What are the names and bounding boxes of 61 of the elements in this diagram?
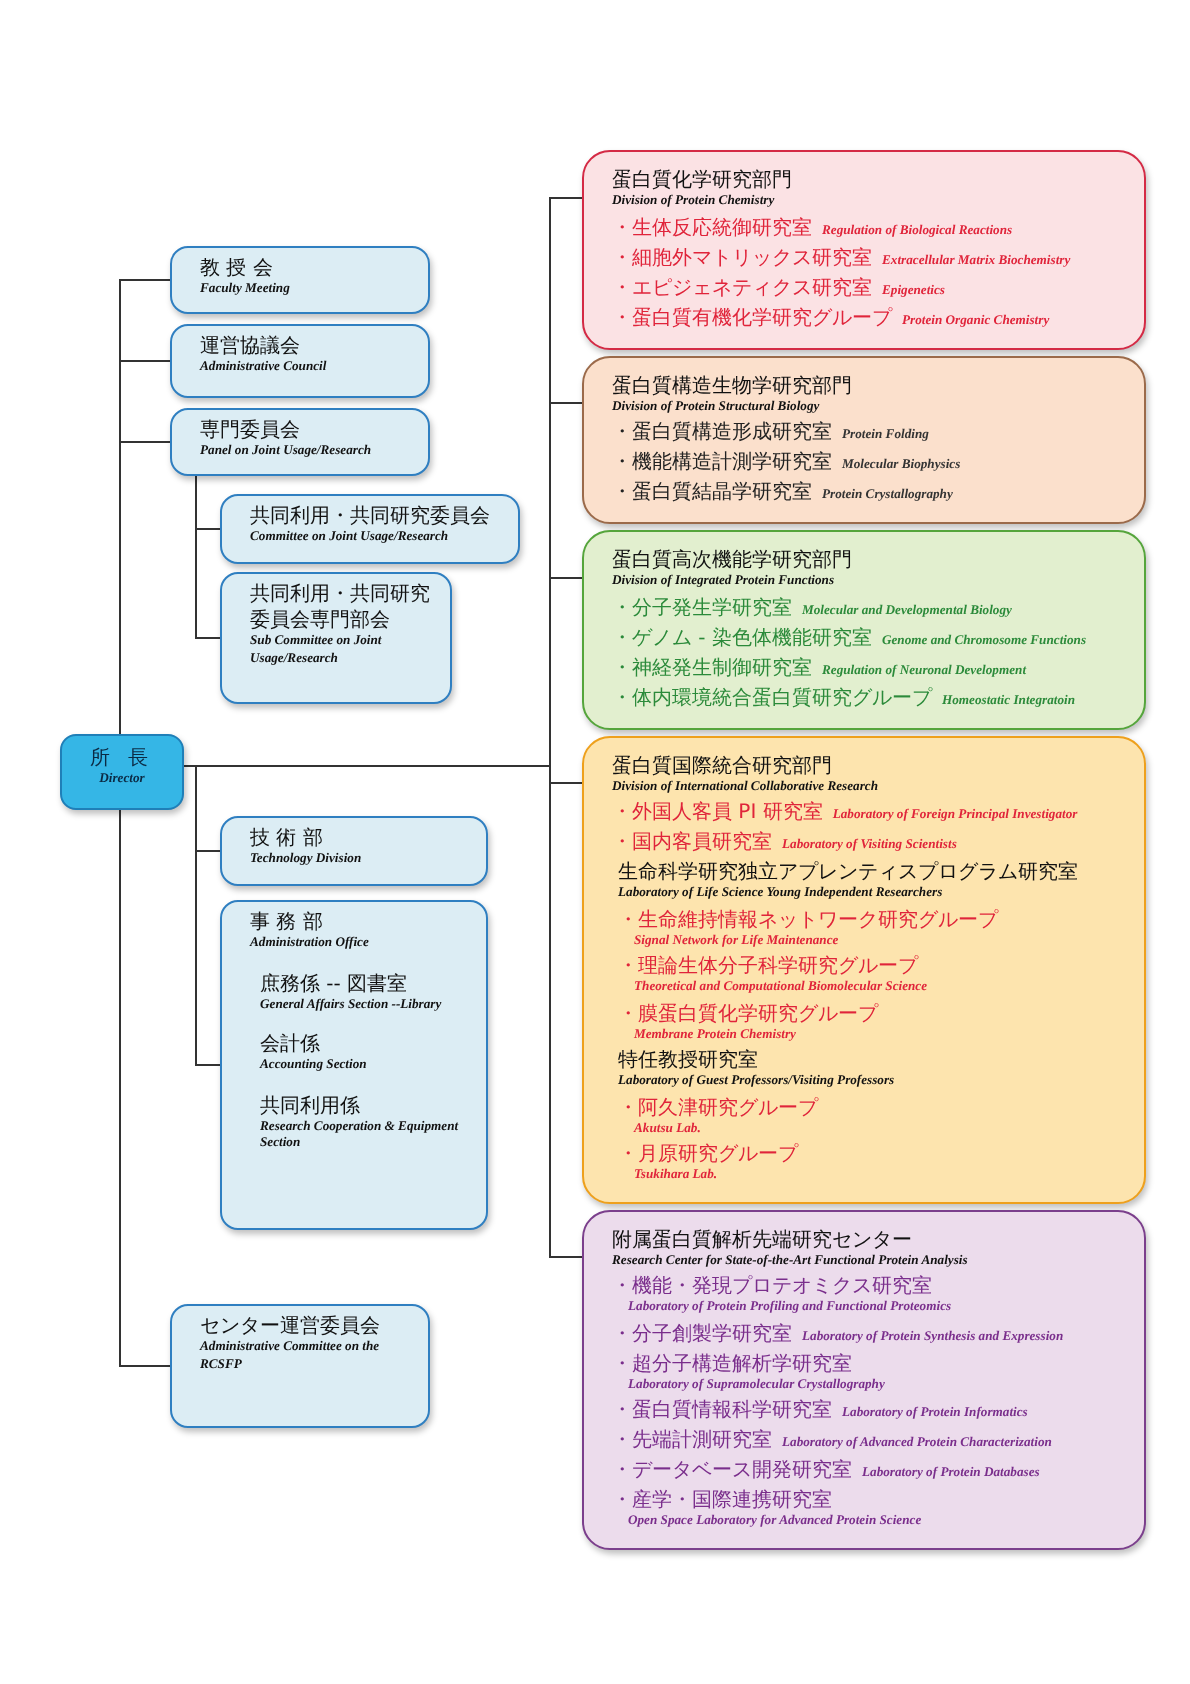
lab-name: 特任教授研究室 [618,1048,758,1074]
division-name: 蛋白質高次機能学研究部門 [612,548,854,574]
unit-name: 所 長 [87,746,157,772]
unit-name: 庶務係 -- 図書室 [258,971,410,997]
lab-name: ・月原研究グループ [618,1142,798,1168]
lab-name: ・先端計測研究室 [612,1428,772,1454]
lab-name: ・産学・国際連携研究室 [612,1488,832,1514]
lab-name: ・ゲノム - 染色体機能研究室 [612,625,872,651]
committee-box [220,900,488,1230]
lab-name: ・蛋白質構造形成研究室 [612,420,832,446]
committee-box [170,324,430,398]
lab-name: ・分子創製学研究室 [612,1321,792,1347]
committee-box [220,816,488,886]
lab-name: ・分子発生学研究室 [612,595,792,621]
lab-name: ・細胞外マトリックス研究室 [612,245,872,271]
lab-name: ・神経発生制御研究室 [612,655,812,681]
division-name: 附属蛋白質解析先端研究センター [612,1227,914,1253]
division-name: 蛋白質化学研究部門 [612,168,794,194]
division-box [582,735,1146,1203]
connector-line [195,475,221,639]
lab-name: ・蛋白質情報科学研究室 [612,1398,832,1424]
unit-name: 事 務 部 [250,910,325,936]
committee-box [170,1304,430,1428]
lab-name: ・超分子構造解析学研究室 [612,1351,852,1377]
connector-line [119,441,171,735]
lab-name: ・体内環境統合蛋白質研究グループ [612,685,932,711]
lab-name: ・国内客員研究室 [612,830,772,856]
unit-name: 共同利用・共同研究委員会専門部会 [250,582,432,634]
lab-name: ・エピジェネティクス研究室 [612,275,872,301]
lab-name: ・理論生体分子科学研究グループ [618,954,918,980]
lab-name: ・機能・発現プロテオミクス研究室 [612,1274,932,1300]
division-name: 蛋白質国際統合研究部門 [612,753,834,779]
unit-name: 共同利用・共同研究委員会 [250,504,492,530]
division-box [582,530,1146,729]
lab-name: ・データベース開発研究室 [612,1458,852,1484]
lab-name: ・阿久津研究グループ [618,1095,818,1121]
committee-box [170,246,430,314]
lab-name: ・外国人客員 PI 研究室 [612,800,823,826]
unit-name: 技 術 部 [250,826,325,852]
lab-name: ・生命維持情報ネットワーク研究グループ [618,907,998,933]
division-box [582,355,1146,524]
division-box [582,1209,1146,1549]
committee-box [220,572,452,704]
lab-name: ・膜蛋白質化学研究グループ [618,1001,878,1027]
committee-box [220,494,520,564]
lab-name: 生命科学研究独立アプレンティスプログラム研究室 [618,860,1078,886]
lab-name: ・生体反応統御研究室 [612,215,812,241]
lab-name: ・蛋白質結晶学研究室 [612,480,812,506]
unit-name: 専門委員会 [200,418,302,444]
director-box [60,734,184,810]
committee-box [170,408,430,476]
unit-name: 共同利用係 [258,1093,362,1119]
connector-line [119,809,171,1367]
unit-name: 会計係 [258,1032,322,1058]
unit-name: センター運営委員会 [200,1314,382,1340]
unit-name: 運営協議会 [200,334,302,360]
division-name: 蛋白質構造生物学研究部門 [612,373,854,399]
unit-name: 教 授 会 [200,256,275,282]
lab-name: ・機能構造計測学研究室 [612,450,832,476]
lab-name: ・蛋白質有機化学研究グループ [612,305,892,331]
division-box [582,150,1146,349]
